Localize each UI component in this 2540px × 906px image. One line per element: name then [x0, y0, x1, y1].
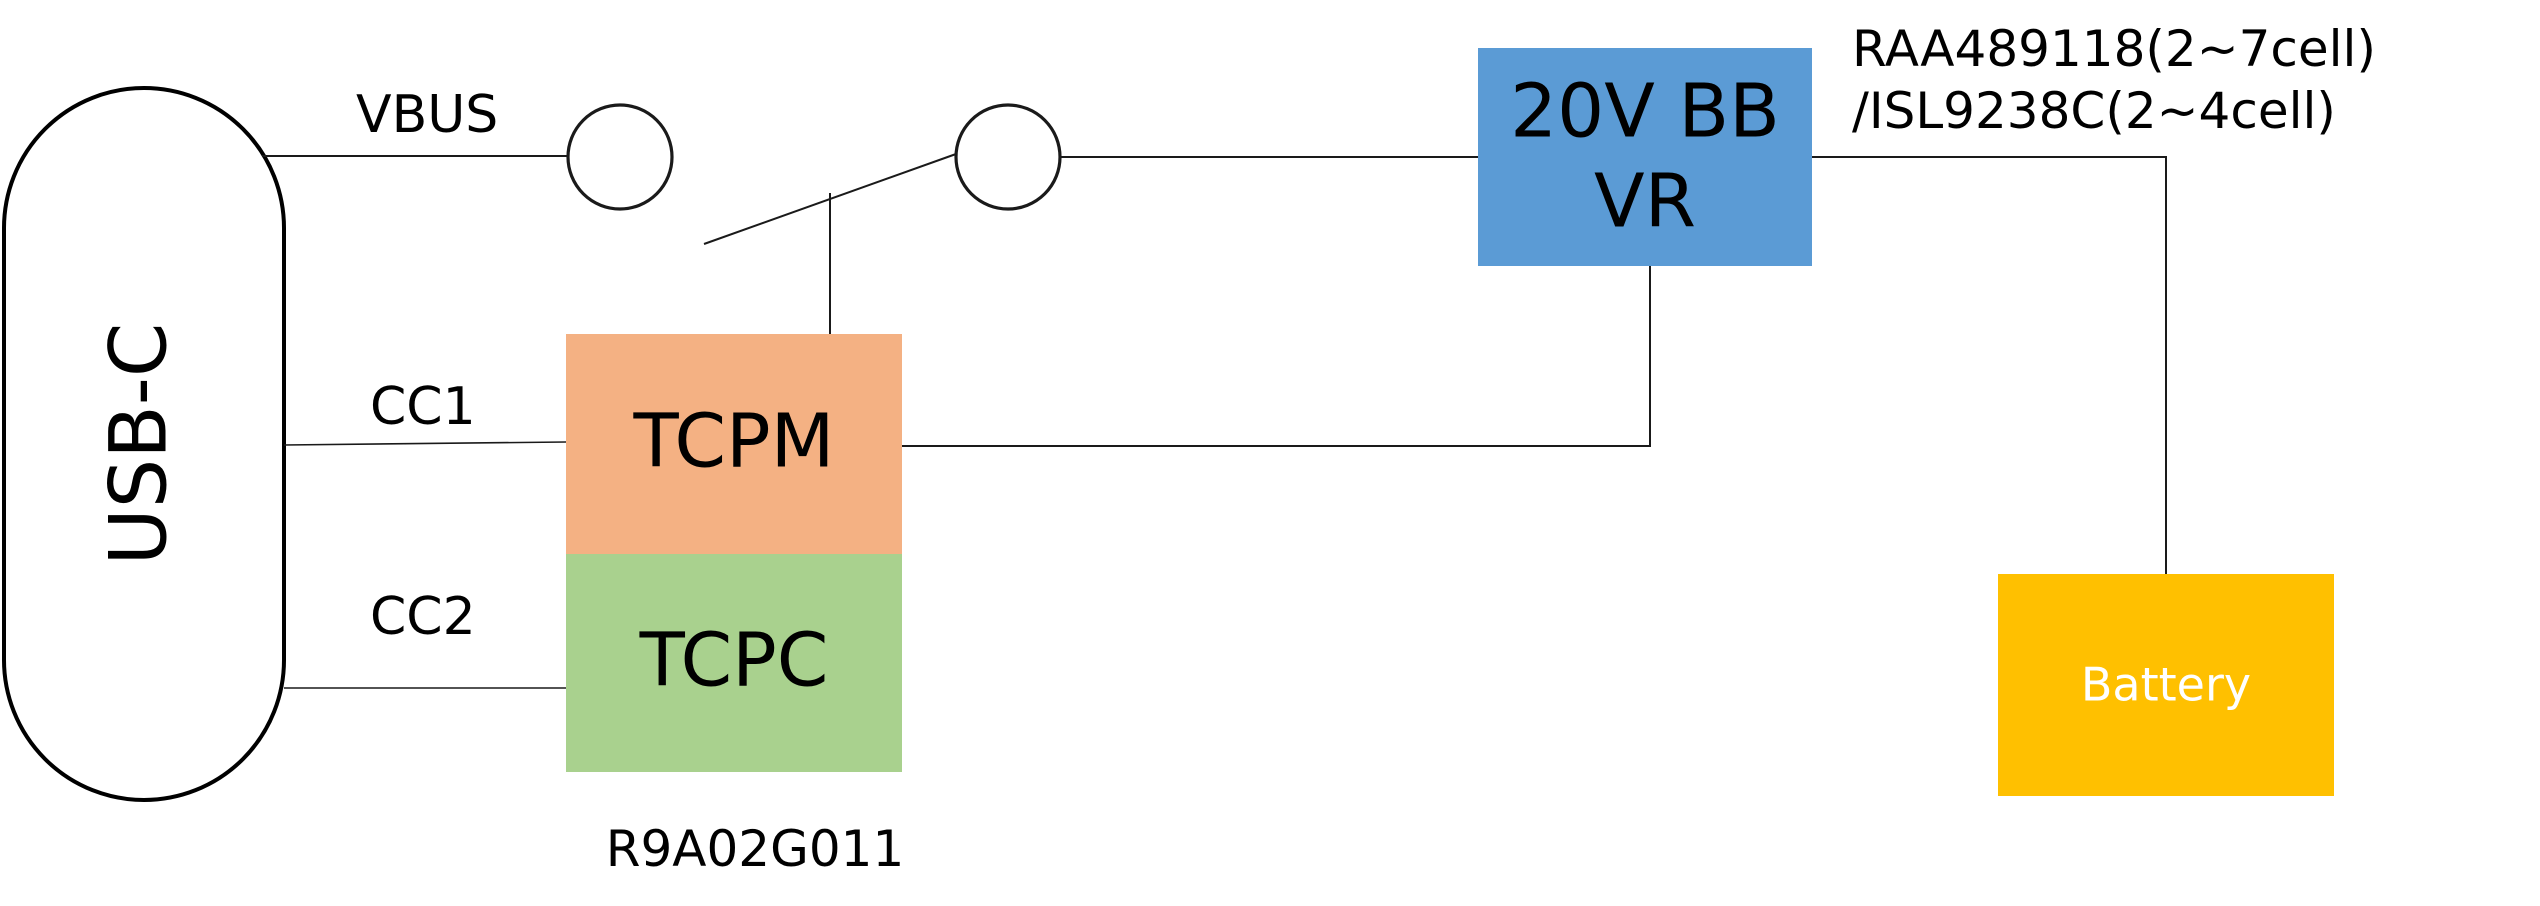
- charger-part-line2: /ISL9238C(2~4cell): [1852, 82, 2336, 140]
- tcpm-label: TCPM: [632, 399, 834, 485]
- tcpc-label: TCPC: [639, 618, 829, 704]
- switch-contact: [954, 103, 1062, 211]
- regulator-label-line1: 20V BB: [1510, 69, 1780, 155]
- tcpm-to-vr-wire: [902, 266, 1651, 447]
- usb-c-label: USB-C: [94, 323, 184, 566]
- cc1-wire: [283, 441, 567, 446]
- tcpc-block: [566, 554, 902, 772]
- usb-c-connector: [2, 86, 286, 802]
- vbus-label: VBUS: [356, 85, 498, 145]
- battery-label: Battery: [2081, 658, 2251, 712]
- battery-block: [1998, 574, 2334, 796]
- regulator-label-line2: VR: [1594, 159, 1696, 245]
- controller-part-number: R9A02G011: [606, 820, 905, 878]
- vbus-contact: [566, 103, 674, 211]
- regulator-block: [1478, 48, 1812, 266]
- vr-to-battery-wire: [1812, 156, 2167, 574]
- charger-part-line1: RAA489118(2~7cell): [1852, 20, 2376, 78]
- cc2-label: CC2: [370, 587, 476, 647]
- tcpm-block: [566, 334, 902, 554]
- cc1-label: CC1: [370, 377, 476, 437]
